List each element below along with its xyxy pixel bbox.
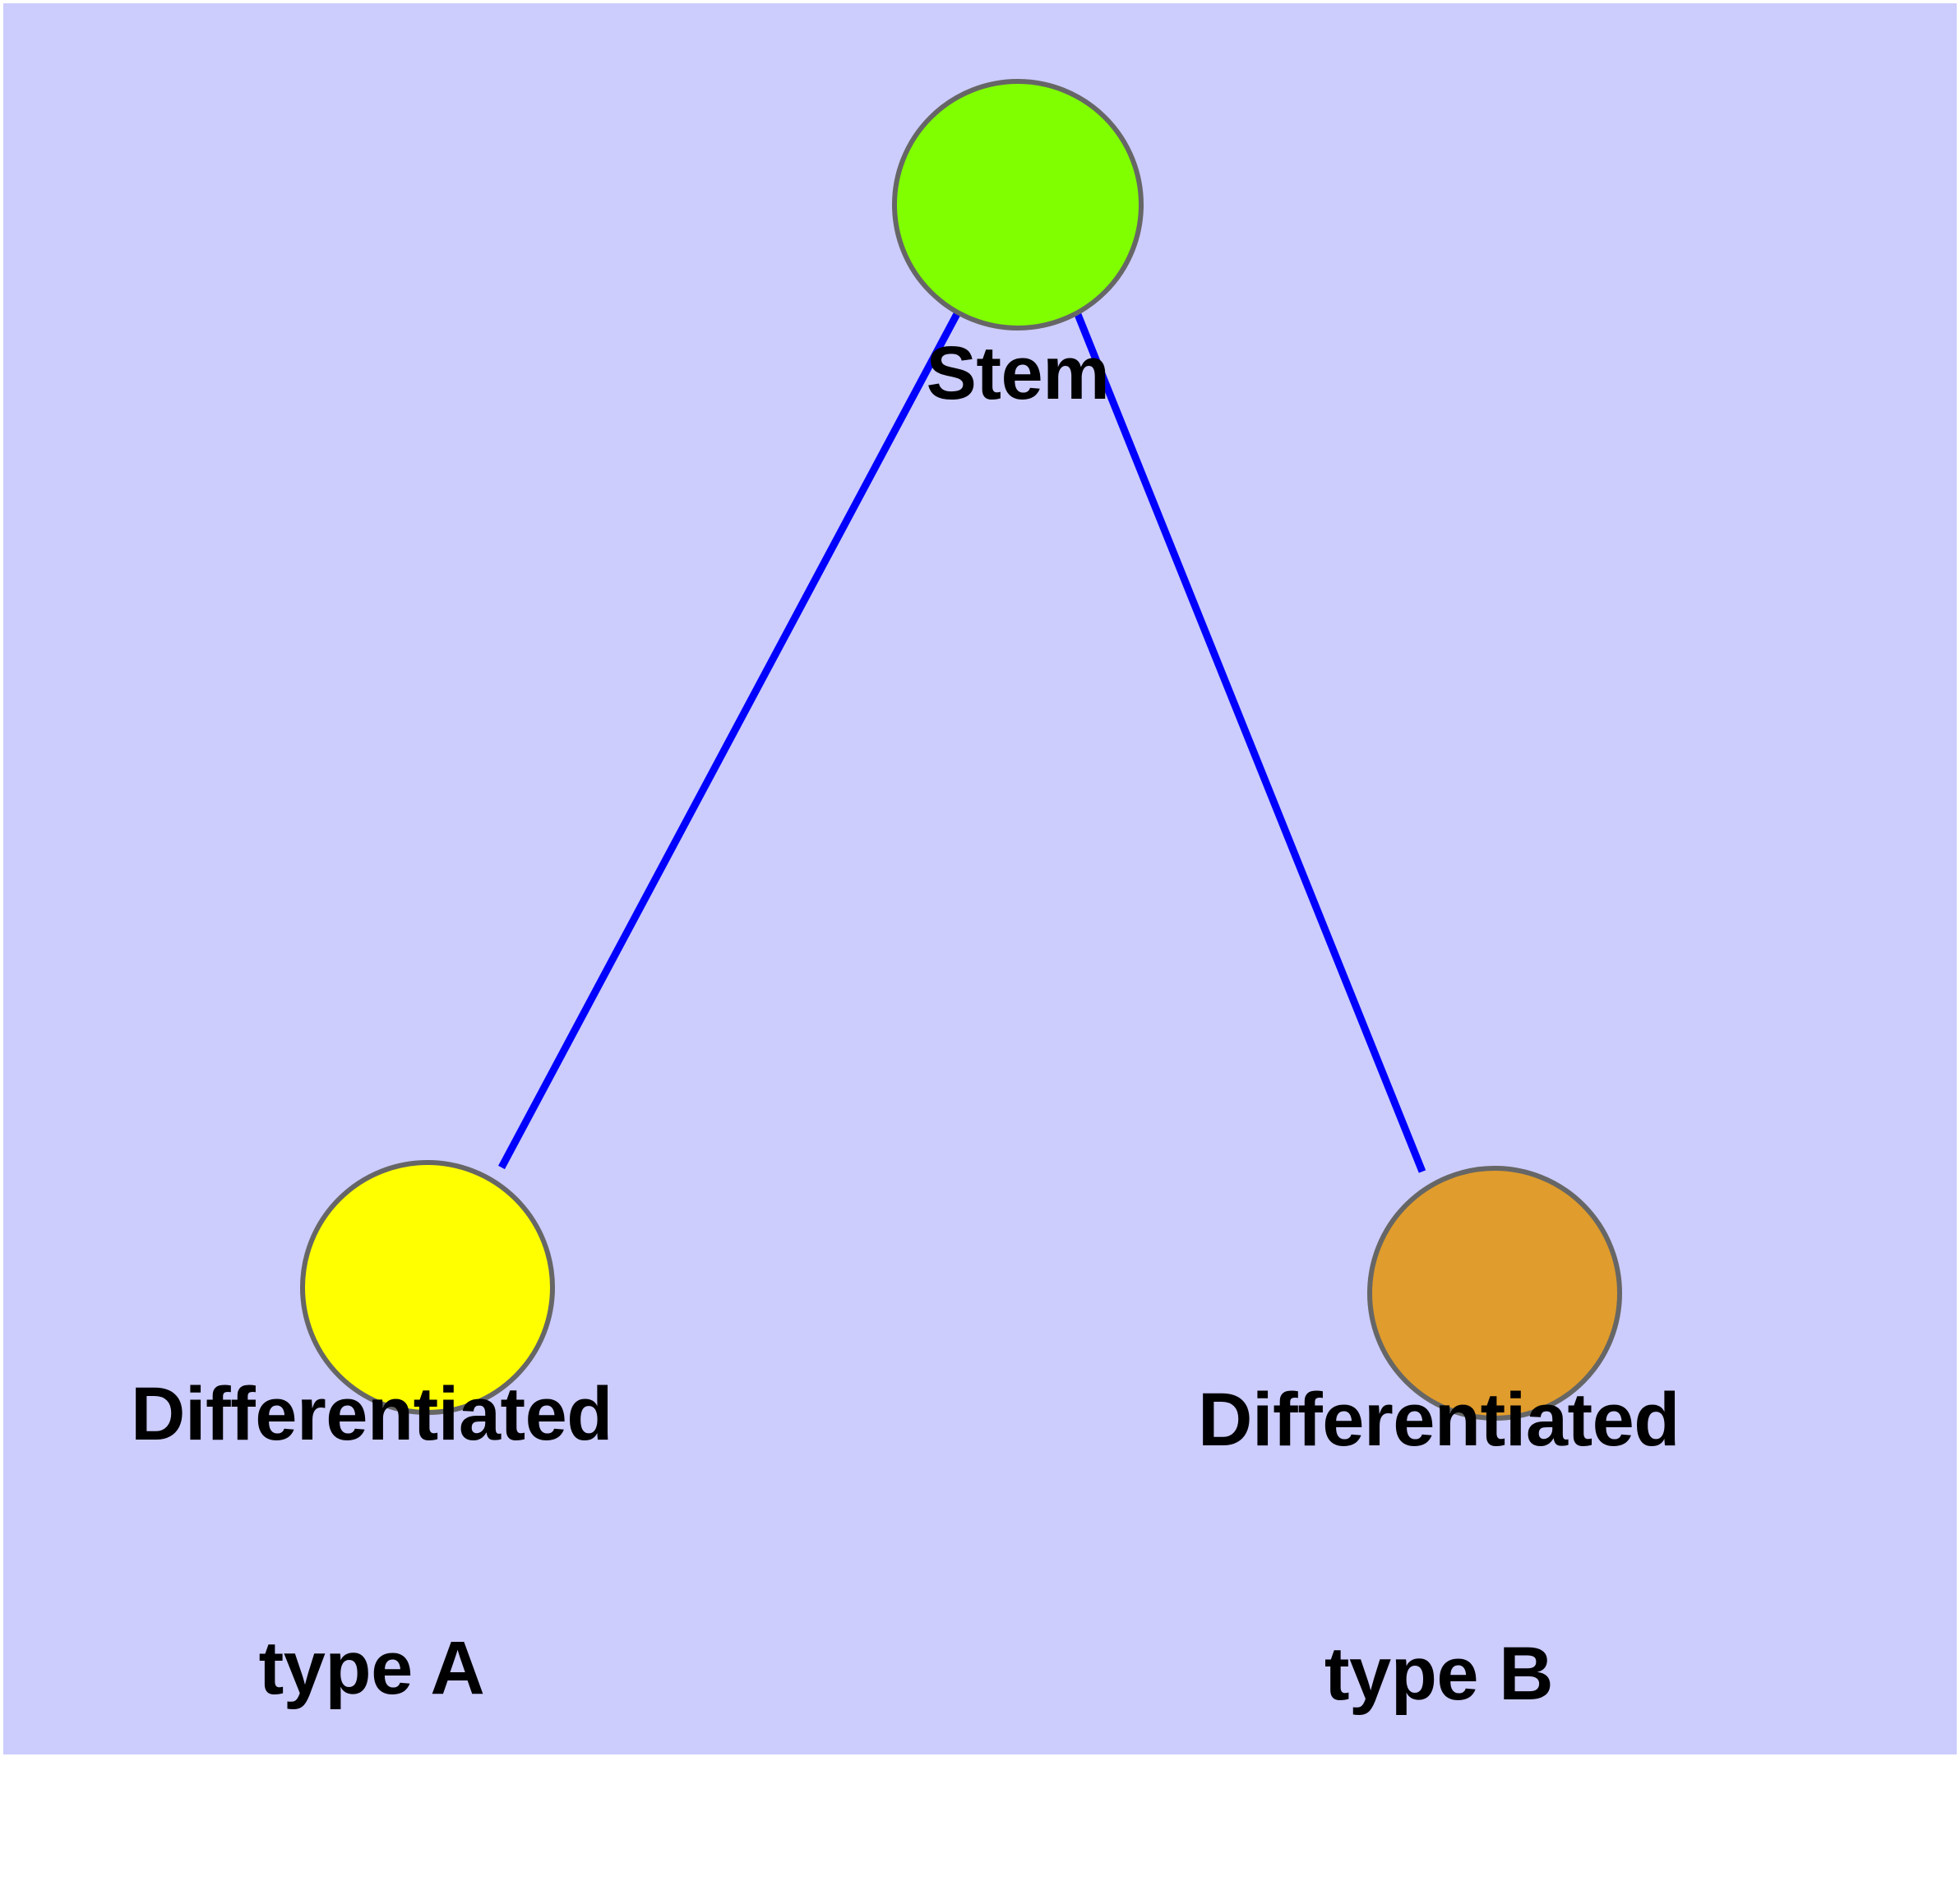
graph-svg (300, 79, 1622, 1421)
node-differentiated-type-a[interactable] (300, 1160, 555, 1415)
edge-stem-to-differentiated-type-a (498, 310, 961, 1170)
node-differentiated-type-b[interactable] (1367, 1166, 1622, 1421)
edge-layer (498, 310, 1426, 1173)
diagram-canvas: Stem Differentiated type A Differentiate… (3, 3, 1957, 1754)
edge-stem-to-differentiated-type-b (1073, 311, 1426, 1173)
node-layer (300, 79, 1622, 1421)
node-stem[interactable] (892, 79, 1144, 331)
